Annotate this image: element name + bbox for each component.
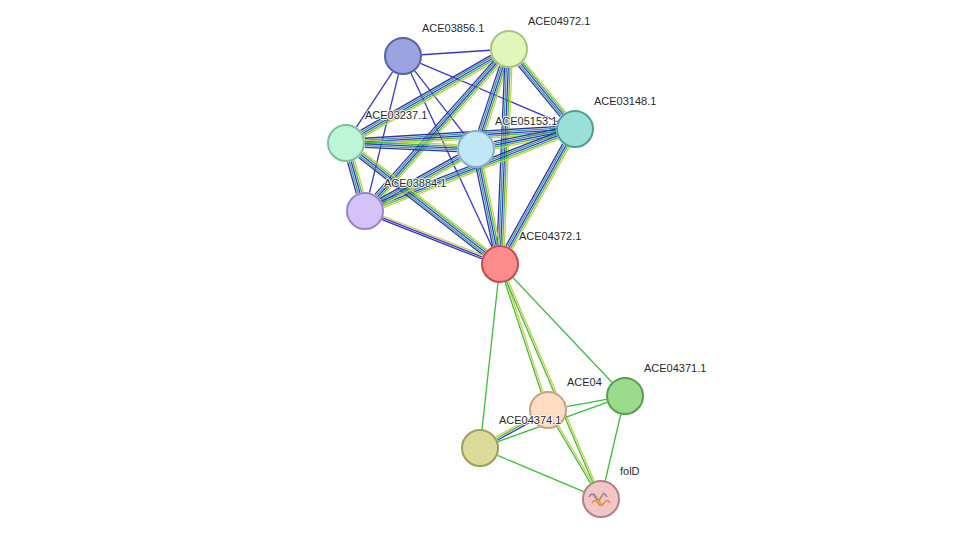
- evidence-line: [383, 218, 483, 257]
- interaction-edge: [605, 415, 620, 481]
- evidence-line: [348, 162, 357, 193]
- evidence-line: [507, 282, 543, 392]
- evidence-line: [365, 147, 457, 151]
- interaction-edge: [557, 426, 592, 483]
- protein-node: ACE04372.1: [481, 245, 519, 283]
- interaction-edge: [365, 140, 457, 151]
- interaction-edge: [476, 167, 499, 246]
- node-label: ACE04: [567, 376, 602, 389]
- evidence-line: [382, 220, 482, 259]
- node-label: ACE03148.1: [594, 95, 656, 108]
- protein-node: ACE03856.1: [384, 37, 422, 75]
- interaction-edge: [482, 283, 498, 429]
- node-label: ACE03237.1: [365, 109, 427, 122]
- protein-node: ACE03148.1: [556, 110, 594, 148]
- protein-node: ACE03884.1: [346, 192, 384, 230]
- node-label: ACE04372.1: [519, 230, 581, 243]
- evidence-line: [524, 61, 566, 112]
- evidence-line: [382, 160, 460, 203]
- node-label: ACE03856.1: [422, 22, 484, 35]
- protein-node: ACE04374.1: [461, 429, 499, 467]
- protein-node: folD: [582, 480, 620, 518]
- node-label: ACE04374.1: [499, 414, 561, 427]
- evidence-line: [480, 168, 496, 246]
- evidence-line: [557, 427, 591, 483]
- evidence-line: [482, 283, 498, 429]
- protein-node: ACE05153.1: [457, 130, 495, 168]
- evidence-line: [605, 415, 620, 481]
- evidence-line: [363, 60, 493, 135]
- interaction-edge: [380, 155, 461, 205]
- structure-ribbon: [592, 501, 610, 506]
- interaction-edge: [422, 50, 490, 54]
- interaction-edge: [382, 216, 483, 258]
- evidence-line: [505, 282, 541, 392]
- evidence-line: [349, 162, 358, 193]
- evidence-line: [522, 63, 564, 114]
- interaction-edge: [498, 455, 584, 491]
- evidence-line: [558, 426, 592, 482]
- node-label: ACE03884.1: [384, 177, 446, 190]
- interaction-edge: [361, 55, 495, 136]
- interaction-edge: [505, 282, 543, 392]
- protein-node: ACE04972.1: [490, 30, 528, 68]
- evidence-line: [518, 66, 560, 117]
- evidence-line: [382, 158, 460, 201]
- evidence-line: [361, 55, 491, 130]
- evidence-line: [364, 62, 494, 137]
- evidence-line: [520, 65, 562, 116]
- evidence-line: [380, 66, 499, 200]
- node-label: ACE04371.1: [644, 362, 706, 375]
- node-label: ACE05153.1: [495, 115, 557, 128]
- protein-node: ACE03237.1: [327, 124, 365, 162]
- node-label: ACE04972.1: [528, 15, 590, 28]
- evidence-line: [478, 168, 494, 246]
- evidence-line: [498, 455, 584, 491]
- evidence-line: [422, 50, 490, 54]
- evidence-line: [381, 157, 459, 200]
- evidence-line: [362, 58, 492, 133]
- protein-node: ACE04371.1: [606, 377, 644, 415]
- interaction-edge: [348, 160, 364, 193]
- structure-ribbon: [594, 492, 604, 505]
- evidence-line: [380, 155, 458, 198]
- evidence-line: [383, 161, 461, 204]
- interaction-edge: [518, 61, 565, 116]
- evidence-line: [362, 57, 492, 132]
- evidence-line: [476, 168, 492, 246]
- structure-ribbon: [589, 494, 607, 500]
- evidence-line: [521, 64, 563, 115]
- evidence-line: [383, 216, 483, 255]
- node-label: folD: [620, 465, 640, 478]
